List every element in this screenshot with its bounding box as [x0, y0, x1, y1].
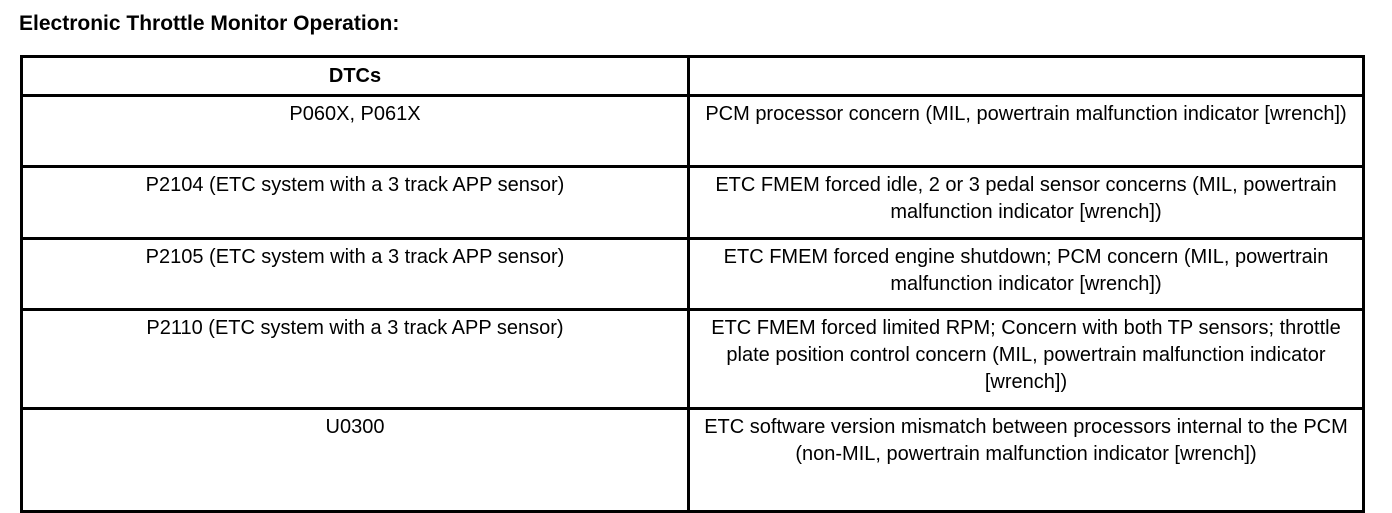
dtc-table: DTCs P060X, P061X PCM processor concern …	[20, 55, 1365, 513]
cell-description: ETC software version mismatch between pr…	[687, 407, 1365, 513]
column-header-dtcs: DTCs	[20, 55, 690, 97]
dtc-description-text: PCM processor concern (MIL, powertrain m…	[705, 103, 1347, 125]
dtc-code-text: U0300	[325, 416, 385, 438]
cell-description: ETC FMEM forced idle, 2 or 3 pedal senso…	[687, 165, 1365, 240]
dtc-table-container: DTCs P060X, P061X PCM processor concern …	[20, 55, 1365, 513]
dtc-code-text: P2110 (ETC system with a 3 track APP sen…	[146, 317, 564, 339]
dtc-description-text: ETC FMEM forced idle, 2 or 3 pedal senso…	[715, 174, 1337, 223]
table-row: P2110 (ETC system with a 3 track APP sen…	[20, 308, 1365, 410]
dtc-description-text: ETC software version mismatch between pr…	[704, 416, 1348, 465]
dtc-code-text: P2104 (ETC system with a 3 track APP sen…	[145, 174, 565, 196]
table-row: U0300 ETC software version mismatch betw…	[20, 407, 1365, 513]
cell-description: ETC FMEM forced limited RPM; Concern wit…	[687, 308, 1365, 410]
table-row: P2104 (ETC system with a 3 track APP sen…	[20, 165, 1365, 240]
dtc-description-text: ETC FMEM forced engine shutdown; PCM con…	[723, 246, 1329, 295]
cell-dtc: P060X, P061X	[20, 94, 690, 168]
column-header-description	[687, 55, 1365, 97]
table-row: P060X, P061X PCM processor concern (MIL,…	[20, 94, 1365, 168]
cell-dtc: P2104 (ETC system with a 3 track APP sen…	[20, 165, 690, 240]
column-header-dtcs-label: DTCs	[328, 64, 382, 87]
dtc-description-text: ETC FMEM forced limited RPM; Concern wit…	[711, 317, 1341, 393]
table-row: P2105 (ETC system with a 3 track APP sen…	[20, 237, 1365, 311]
dtc-code-text: P060X, P061X	[289, 103, 421, 125]
table-body: P060X, P061X PCM processor concern (MIL,…	[20, 94, 1365, 513]
page-title: Electronic Throttle Monitor Operation:	[19, 12, 400, 35]
table-header-row: DTCs	[20, 55, 1365, 97]
table-header: DTCs	[20, 55, 1365, 97]
cell-dtc: P2110 (ETC system with a 3 track APP sen…	[20, 308, 690, 410]
dtc-code-text: P2105 (ETC system with a 3 track APP sen…	[145, 246, 565, 268]
cell-description: PCM processor concern (MIL, powertrain m…	[687, 94, 1365, 168]
cell-description: ETC FMEM forced engine shutdown; PCM con…	[687, 237, 1365, 311]
cell-dtc: P2105 (ETC system with a 3 track APP sen…	[20, 237, 690, 311]
cell-dtc: U0300	[20, 407, 690, 513]
